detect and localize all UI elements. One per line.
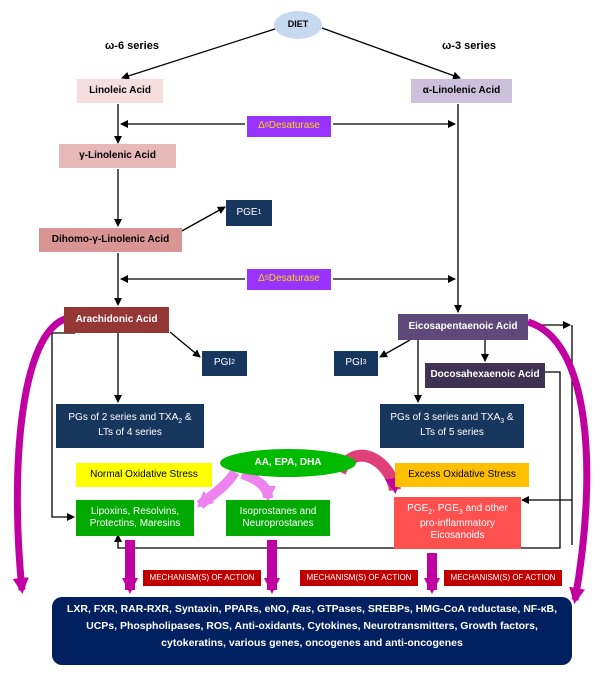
docosahexaenoic-acid-box: Docosahexaenoic Acid	[425, 363, 545, 388]
pg3-l1: PGs of 3 series and TXA	[390, 412, 501, 424]
pgi3-main: PGI	[345, 357, 363, 369]
arrow-diet-linoleic	[121, 27, 279, 80]
d5-text: Desaturase	[268, 273, 320, 285]
diet-ellipse	[274, 11, 322, 39]
omega3-series-label: ω-3 series	[442, 40, 496, 52]
pge-line2: pro-inflammatory	[419, 517, 496, 529]
d6-prefix: Δ	[258, 120, 265, 132]
isoprostanes-box: Isoprostanes and Neuroprostanes	[226, 500, 330, 536]
mechanism-label-2: MECHANISM(S) OF ACTION	[300, 570, 418, 586]
mechanism-label-1: MECHANISM(S) OF ACTION	[143, 570, 261, 586]
d6-sup: 6	[264, 122, 269, 130]
pge-c: and other	[462, 503, 508, 515]
pge-b-sub: 3	[458, 509, 463, 517]
arrow-diet-alpha	[321, 27, 461, 80]
pg2-line2: LTs of 4 series	[98, 427, 162, 439]
lipoxins-box: Lipoxins, Resolvins, Protectins, Maresin…	[76, 500, 194, 536]
pg3-series-box: PGs of 3 series and TXA3 & LTs of 5 seri…	[380, 404, 524, 448]
molecular-targets-box: LXR, FXR, RAR-RXR, Syntaxin, PPARs, eNO,…	[52, 597, 572, 665]
alpha-linolenic-acid-box: α-Linolenic Acid	[411, 79, 512, 103]
aa-epa-dha-ellipse	[220, 449, 356, 477]
pg3-sub: 3	[500, 418, 505, 426]
mechanism-label-3: MECHANISM(S) OF ACTION	[444, 570, 562, 586]
d5-sup: 5	[264, 275, 269, 283]
pgi2-main: PGI	[213, 357, 232, 369]
pge-a: PGE	[407, 503, 429, 515]
pg3-l1b: &	[504, 412, 514, 424]
pg2-line1: PGs of 2 series and TXA2 &	[68, 412, 191, 427]
arrow-dihomo-pge1	[179, 206, 226, 233]
pgi3-sub: 3	[362, 359, 367, 367]
isoprostanes-line2: Neuroprostanes	[242, 518, 314, 529]
gamma-linolenic-acid-box: γ-Linolenic Acid	[59, 144, 176, 168]
pge1-sub: 1	[257, 208, 262, 216]
aa-epa-dha-label: AA, EPA, DHA	[254, 456, 322, 468]
pg2-l1: PGs of 2 series and TXA	[68, 412, 179, 424]
magenta-curve-left	[12, 314, 70, 594]
pge-a-sub: 2	[428, 509, 433, 517]
diet-label: DIET	[287, 19, 309, 30]
lipoxins-line1: Lipoxins, Resolvins,	[90, 505, 180, 517]
d5-prefix: Δ	[258, 273, 265, 285]
pgi2-sub: 2	[231, 359, 236, 367]
magenta-curve-right	[526, 318, 591, 604]
isoprostanes-line1: Isoprostanes and	[239, 505, 317, 517]
targets-part1: LXR, FXR, RAR-RXR, Syntaxin, PPARs, eNO,	[66, 603, 292, 615]
arrow-epa-pgi3	[379, 339, 411, 358]
normal-oxidative-stress-box: Normal Oxidative Stress	[76, 463, 212, 487]
pge-line1: PGE2, PGE3 and other	[407, 503, 508, 518]
lipoxins-line2: Protectins, Maresins	[89, 518, 181, 529]
eicosapentaenoic-acid-box: Eicosapentaenoic Acid	[398, 314, 528, 340]
pg3-line2: LTs of 5 series	[420, 427, 484, 439]
arrow-dha-right	[545, 371, 561, 549]
pge-b: , PGE	[432, 503, 459, 515]
arachidonic-acid-box: Arachidonic Acid	[64, 307, 169, 333]
pge1-main: PGE	[236, 206, 258, 218]
d6-text: Desaturase	[268, 120, 320, 132]
arrow-aa-pgi2	[169, 331, 201, 358]
targets-ras: Ras	[291, 603, 312, 615]
pge-eicosanoids-box: PGE2, PGE3 and other pro-inflammatory Ei…	[394, 497, 521, 549]
pg2-l1b: &	[182, 412, 192, 424]
linoleic-acid-box: Linoleic Acid	[77, 79, 163, 103]
excess-oxidative-stress-box: Excess Oxidative Stress	[395, 463, 529, 487]
pg2-series-box: PGs of 2 series and TXA2 & LTs of 4 seri…	[56, 404, 204, 448]
dihomo-gamma-linolenic-acid-box: Dihomo-γ-Linolenic Acid	[39, 228, 182, 252]
pink-curve-to-isoprostanes	[240, 469, 276, 502]
omega6-series-label: ω-6 series	[105, 40, 159, 52]
pg2-sub: 2	[178, 418, 183, 426]
pge-line3: Eicosanoids	[430, 530, 485, 542]
pink-curve-to-lipoxins	[196, 469, 240, 509]
arrow-aa-lipoxins	[51, 332, 75, 521]
pg3-line1: PGs of 3 series and TXA3 &	[390, 412, 513, 427]
targets-part2: , GTPases, SREBPs, HMG-CoA reductase, NF…	[86, 603, 558, 649]
